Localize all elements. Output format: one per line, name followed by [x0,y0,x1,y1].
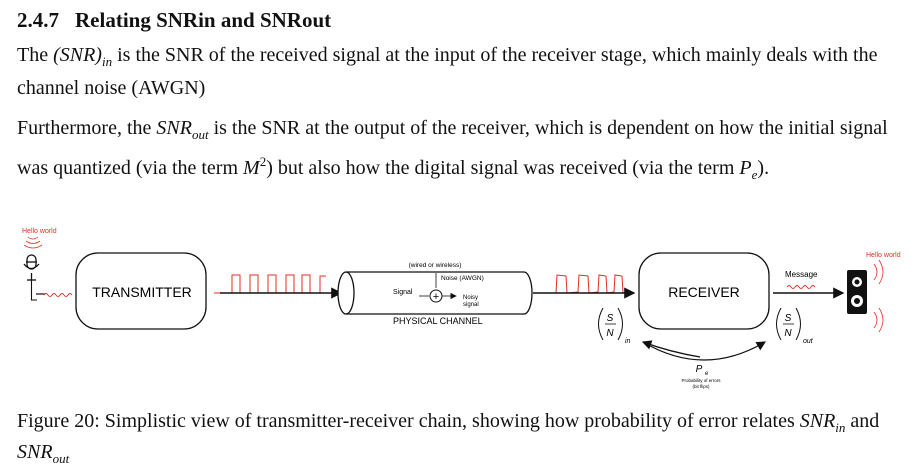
mic-wire [30,280,37,301]
pe-sub-label: e [705,371,709,377]
paragraph-snr-in: The (SNR)in is the SNR of the received s… [17,42,897,102]
wired-label: (wired or wireless) [409,262,462,269]
section-number: 2.4.7 [17,8,59,32]
speaker-icon [847,270,867,314]
noisy-signal-icon [550,274,624,294]
para2-text-2: is the SNR at the output of the receiver… [17,117,888,179]
paragraph-snr-out: Furthermore, the SNRout is the SNR at th… [17,115,897,188]
microphone-icon [23,254,40,281]
caption-snr-out-sub: out [52,451,70,466]
hello-left-label: Hello world [22,228,57,235]
bit-flips-label: (bit flips) [692,384,710,389]
para2-snr-out: SNR [156,117,192,139]
snr-out-n: N [784,328,792,339]
prob-errors-label: Probability of errors [681,378,721,383]
receiver-label: RECEIVER [668,284,740,300]
section-heading: 2.4.7 Relating SNRin and SNRout [17,8,331,33]
signal-label: Signal [393,289,413,296]
plus-icon: + [433,291,439,303]
sound-waves-left-icon [23,236,43,249]
caption-snr-in: SNR [799,410,836,432]
para1-text-1: The [17,44,54,66]
transmitter-block [75,252,207,330]
para2-text-1: Furthermore, the [17,117,157,139]
para2-text-4: ). [757,157,770,179]
para1-snr-in: (SNR) [53,44,102,66]
message-signal-icon [786,285,816,289]
analog-signal-icon [43,293,73,297]
snr-out-s: S [785,313,792,324]
snr-in-fraction: S N in [598,307,631,345]
para2-pe: P [739,157,752,179]
snr-out-sub: out [803,338,814,345]
pe-relation-arrow [642,341,767,361]
caption-snr-out: SNR [17,441,53,463]
sound-waves-right-icon [873,259,884,333]
figure-caption: Figure 20: Simplistic view of transmitte… [17,409,897,471]
para2-pe-sub: e [751,167,758,182]
pe-relation-arrow-left [641,340,701,358]
para1-text-2: is the SNR of the received signal at the… [17,44,878,99]
signal-label-2: signal [463,302,479,308]
message-label: Message [785,270,818,279]
para2-snr-out-sub: out [191,127,209,142]
digital-signal-tx-icon [214,274,326,294]
transmitter-receiver-diagram: Hello world TRANSMITTER (wired or wirele… [22,228,901,389]
snr-in-sub: in [625,338,631,345]
hello-right-label: Hello world [866,252,901,259]
snr-in-s: S [607,313,614,324]
caption-snr-in-sub: in [835,420,846,435]
para1-snr-in-sub: in [101,54,113,69]
para2-m: M [243,157,260,179]
noisy-label: Noisy [463,295,478,301]
noise-label: Noise (AWGN) [441,275,484,282]
snr-in-n: N [606,328,614,339]
receiver-block [638,252,770,330]
para2-text-3: ) but also how the digital signal was re… [266,157,740,179]
para2-m-sup: 2 [259,154,267,169]
caption-and: and [845,410,880,432]
channel-label: PHYSICAL CHANNEL [393,316,483,326]
snr-out-fraction: S N out [776,307,814,345]
transmitter-label: TRANSMITTER [92,284,192,300]
caption-text: Figure 20: Simplistic view of transmitte… [17,410,800,432]
section-title: Relating SNRin and SNRout [75,8,332,32]
pe-label: P [696,364,703,375]
